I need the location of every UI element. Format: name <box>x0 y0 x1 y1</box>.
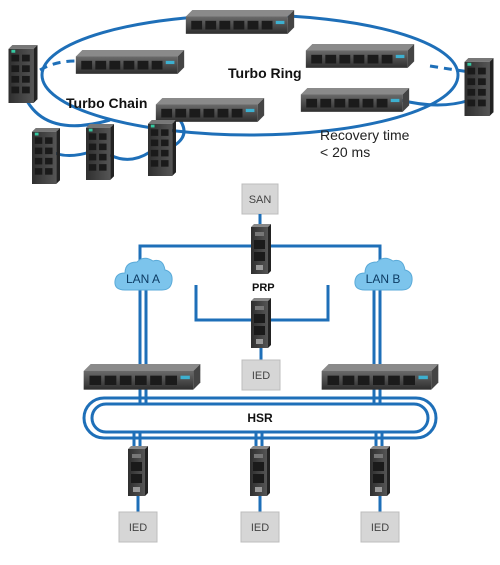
lan-b-label: LAN B <box>366 272 401 286</box>
recovery-time-label: Recovery time <box>320 127 410 143</box>
turbo-chain-label: Turbo Chain <box>66 95 147 111</box>
prp-hsr-topology: SAN LAN A LAN B PRP IED <box>82 183 439 543</box>
ied-label-hsr-2: IED <box>251 522 269 534</box>
chain-switch-2 <box>86 124 114 180</box>
chain-switch-3 <box>148 120 176 176</box>
hsr-din-switch-3 <box>370 446 390 496</box>
turbo-topology: Turbo Ring Turbo Chain Recovery time < 2… <box>8 10 494 184</box>
prp-label: PRP <box>252 282 275 294</box>
ied-box-hsr-1 <box>118 511 158 543</box>
turbo-ring-label: Turbo Ring <box>228 65 302 81</box>
lan-a-label: LAN A <box>126 272 160 286</box>
recovery-time-value: < 20 ms <box>320 144 370 160</box>
ring-rack-switch-left <box>75 50 185 74</box>
hsr-din-switch-2 <box>250 446 270 496</box>
ring-rack-switch-right <box>305 44 415 68</box>
ied-box-prp <box>241 359 281 391</box>
hsr-ring-inner <box>90 402 430 434</box>
ring-edge-switch-right <box>464 58 494 116</box>
ied-label-hsr-1: IED <box>129 522 147 534</box>
chain-switch-1 <box>32 128 60 184</box>
redbox-switch-right <box>321 364 439 390</box>
turbo-chain-link-2 <box>109 150 151 161</box>
prp-din-switch <box>251 298 271 348</box>
hsr-label: HSR <box>247 411 273 425</box>
san-label: SAN <box>249 194 272 206</box>
hsr-downlinks <box>132 432 384 512</box>
ied-box-hsr-3 <box>360 511 400 543</box>
san-din-switch <box>251 224 271 274</box>
ied-label-hsr-3: IED <box>371 522 389 534</box>
chain-edge-switch-left <box>8 45 38 103</box>
ring-rack-switch-bottom-right <box>300 88 410 112</box>
hsr-ring-outer <box>82 396 438 440</box>
ied-label-prp: IED <box>252 370 270 382</box>
hsr-din-switch-1 <box>128 446 148 496</box>
ring-rack-switch-bottom-left <box>155 98 265 122</box>
prp-links <box>138 214 382 370</box>
ied-box-hsr-2 <box>240 511 280 543</box>
turbo-ring-dashed-link <box>429 64 471 74</box>
ring-rack-switch-top <box>185 10 295 34</box>
turbo-chain-link-3 <box>174 119 186 147</box>
redbox-switch-left <box>83 364 201 390</box>
